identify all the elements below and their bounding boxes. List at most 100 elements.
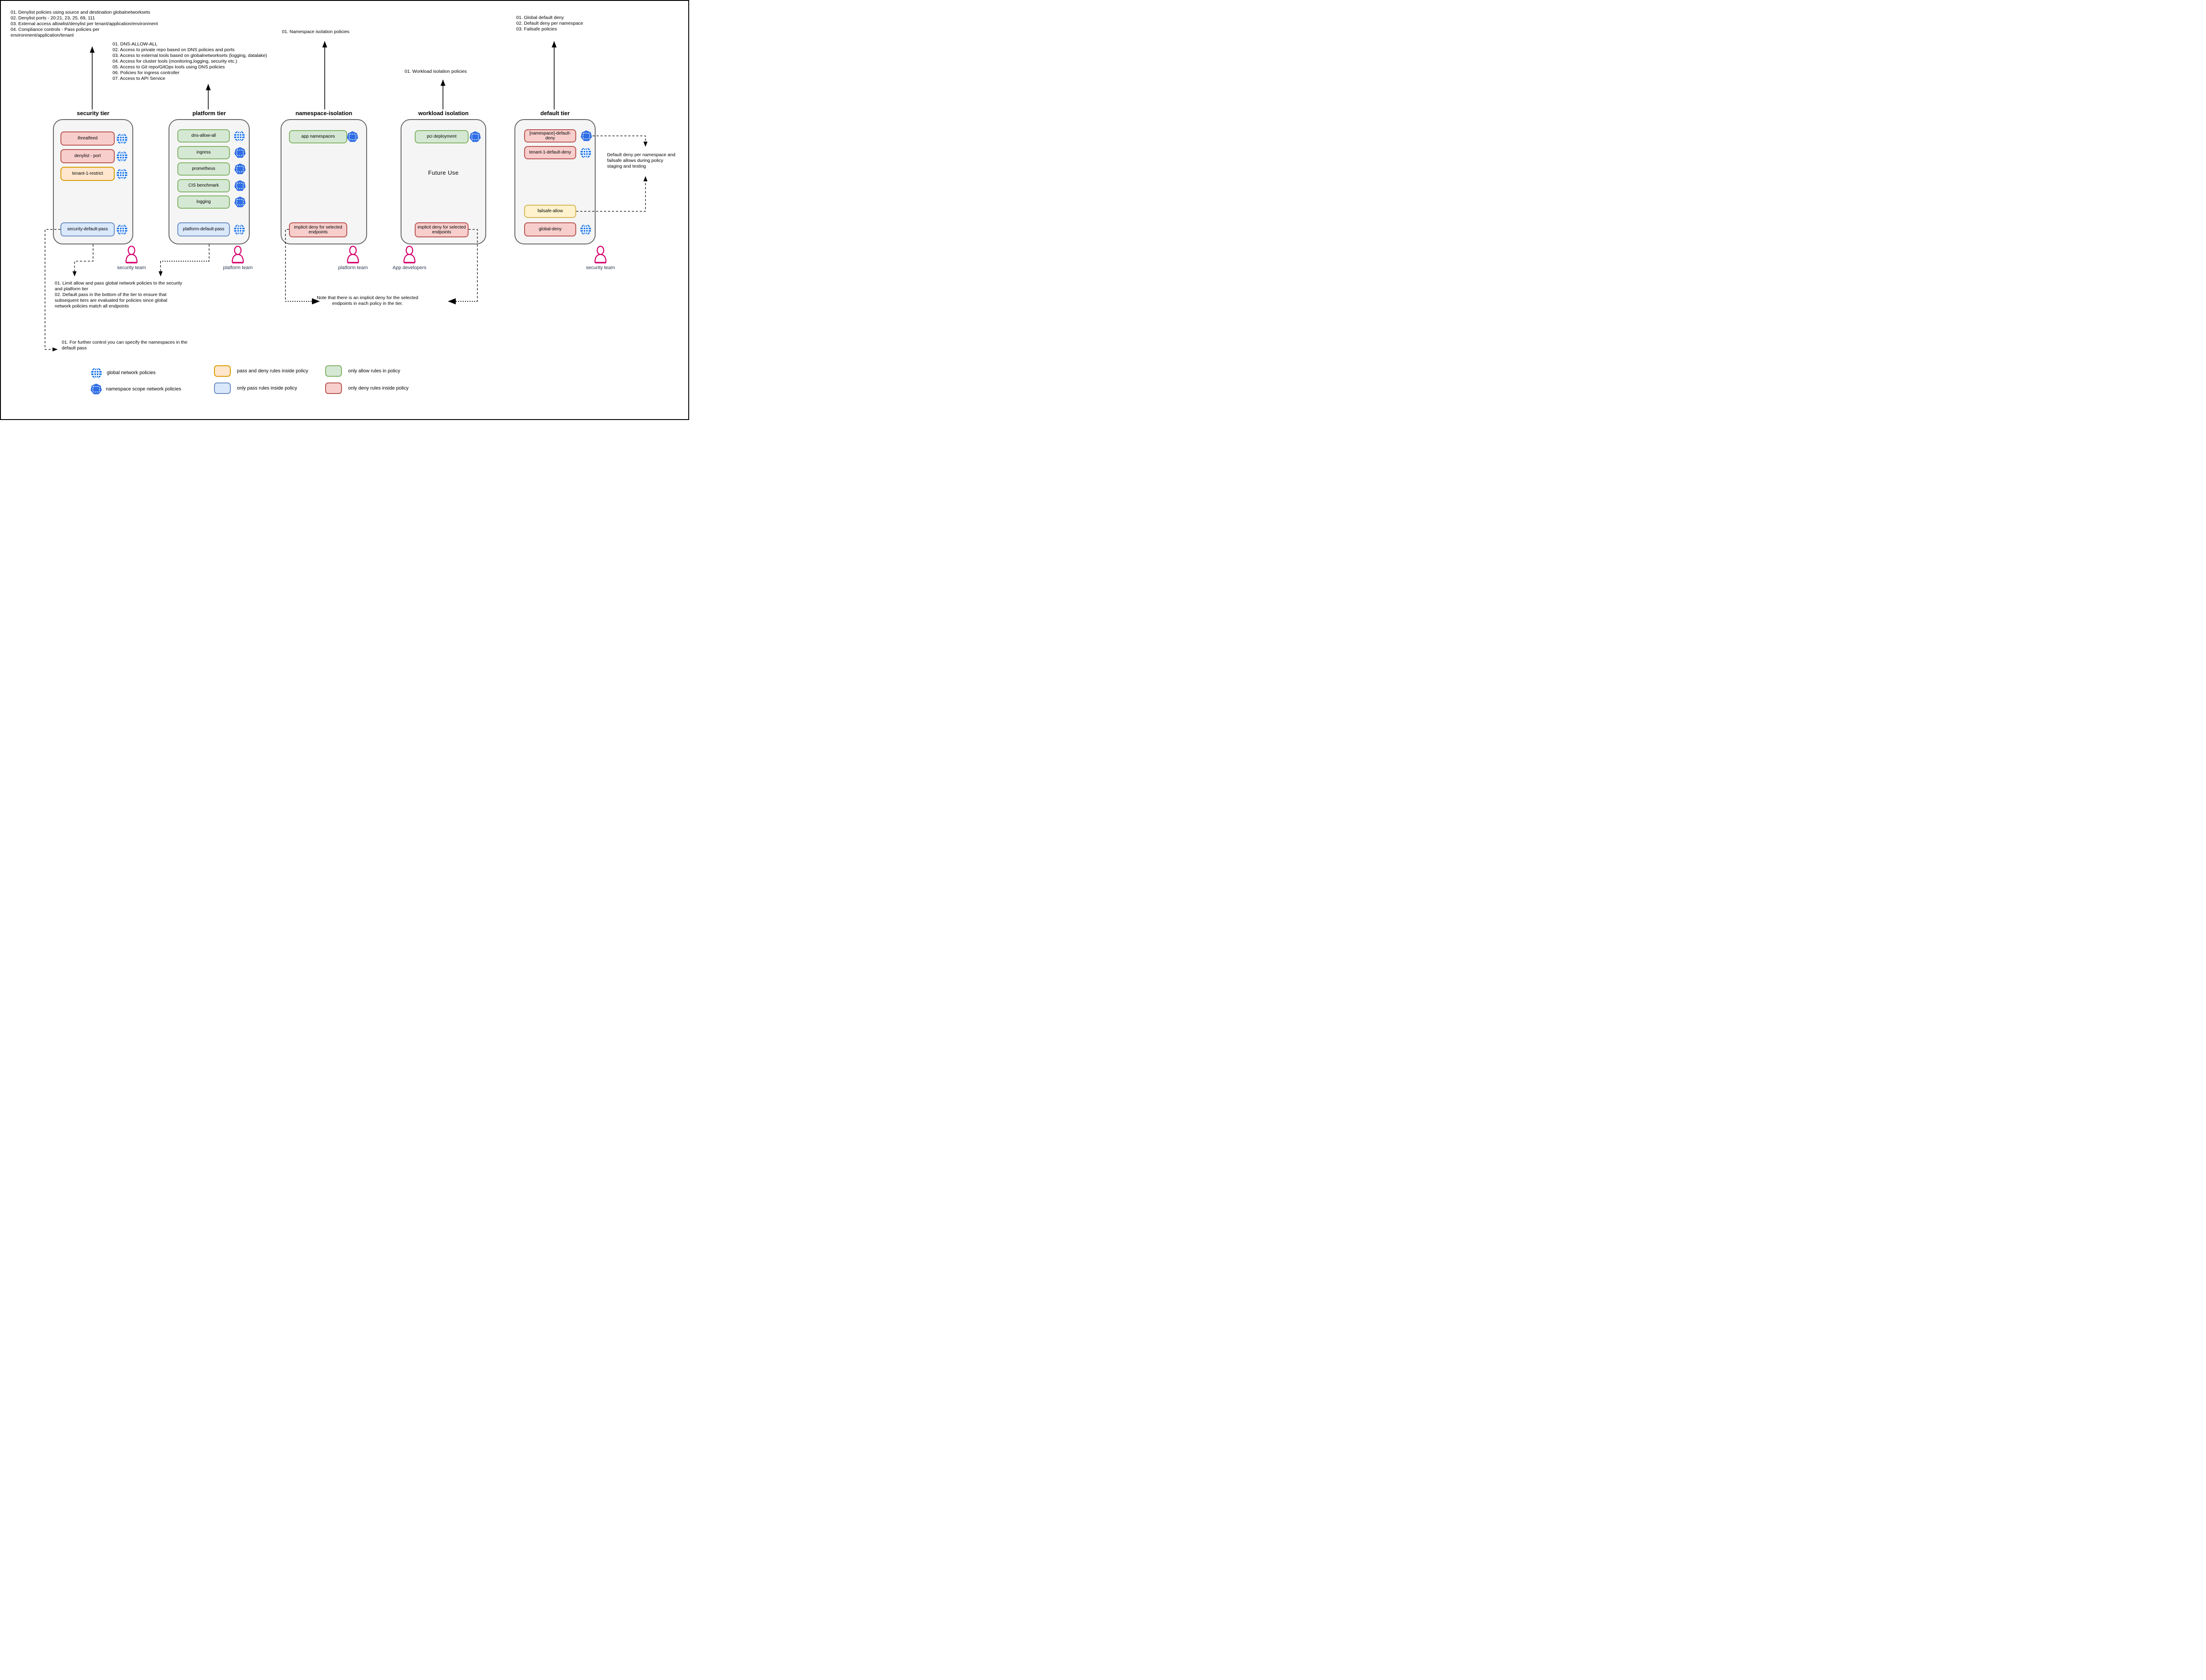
connector-ns-default-deny-to-staging-note [593, 135, 648, 147]
platform-notes-line: 01. DNS-ALLOW-ALL [113, 41, 158, 47]
security-notes-top-line: 02. Denylist ports - 20:21, 23, 25, 69, … [11, 15, 95, 21]
platform-notes-line: 07. Access to API Service [113, 76, 165, 81]
globe-icon [116, 168, 128, 180]
workload-isolation-note-line: 01. Workload isolation policies [405, 69, 467, 74]
workload-isolation-note: 01. Workload isolation policies [405, 69, 467, 75]
person-icon [124, 245, 139, 264]
policy-box-tenant-1-default-deny: tenant-1-default-deny [524, 146, 576, 159]
security-notes-top-line: 03. External access allowlist/denylist p… [11, 21, 158, 26]
namespace-isolation-note: 01. Namespace isolation policies [282, 29, 349, 35]
tier-pass-note-line: and platform tier [55, 286, 88, 292]
policy-box-ingress: ingress [177, 146, 230, 159]
platform-notes-line: 03. Access to external tools based on gl… [113, 53, 267, 58]
namespace-icon [90, 383, 103, 395]
security-notes-top: 01. Denylist policies using source and d… [11, 10, 158, 38]
policy-label: failsafe-allow [537, 209, 563, 214]
policy-label: implicit deny for selected endpoints [417, 225, 466, 235]
policy-box-implicit-deny-for-selected-endpoints: implicit deny for selected endpoints [415, 222, 469, 237]
namespace-icon [233, 180, 247, 191]
team-label: security team [586, 265, 615, 270]
policy-label: prometheus [192, 166, 215, 172]
policy-box-logging: logging [177, 195, 230, 209]
legend-label: only deny rules inside policy [348, 386, 409, 391]
connector-security-to-note [72, 244, 94, 277]
tier-pass-note-line: subsequent tiers are evaluated for polic… [55, 298, 168, 303]
policy-label: app namespaces [301, 134, 335, 139]
namespace-icon [233, 147, 247, 158]
default-notes-top-line: 03. Failsafe policies [516, 26, 557, 32]
staging-note-line: staging and testing [607, 164, 646, 169]
namespace-icon [346, 131, 359, 142]
tier-pass-note: 01. Limit allow and pass global network … [55, 281, 182, 309]
further-control-note-line: default pass [62, 345, 87, 351]
default-notes-top-line: 01. Global default deny [516, 15, 564, 20]
platform-notes-line: 06. Policies for ingress controller [113, 70, 180, 75]
policy-box-prometheus: prometheus [177, 162, 230, 176]
legend-swatch-orange [214, 365, 231, 377]
team-label: App developers [392, 265, 427, 270]
default-notes-top-line: 02. Default deny per namespace [516, 21, 583, 26]
policy-box-app-namespaces: app namespaces [289, 130, 347, 143]
security-notes-top-line: environment/application/tenant [11, 33, 74, 38]
platform-notes-line: 05. Access to Git repo/GitOps tools usin… [113, 64, 225, 70]
legend-swatch-green [325, 365, 342, 377]
legend-label: only pass rules inside policy [237, 386, 297, 391]
policy-label: tenant-1-restrict [72, 171, 103, 176]
policy-label: logging [196, 199, 211, 205]
legend-swatch-blue [214, 382, 231, 394]
default-tier-title: default tier [540, 110, 570, 116]
workload-isolation-tier-title: workload isolation [418, 110, 469, 116]
legend-swatch-red [325, 382, 342, 394]
globe-icon [580, 223, 592, 236]
network-policy-tiers-diagram: 01. Denylist policies using source and d… [0, 0, 689, 420]
staging-note-line: Default deny per namespace and [607, 152, 675, 158]
security-notes-top-line: 01. Denylist policies using source and d… [11, 10, 150, 15]
tier-pass-note-line: network policies match all endpoints [55, 304, 129, 309]
namespace-icon [469, 131, 482, 142]
team-label: security team [117, 265, 146, 270]
further-control-note-line: 01. For further control you can specify … [62, 340, 188, 345]
policy-label: dns-allow-all [191, 133, 216, 139]
workload-isolation-tier-future-use-label: Future Use [428, 169, 459, 176]
staging-note-line: failsafe allows during policy [607, 158, 664, 163]
policy-box-security-default-pass: security-default-pass [60, 222, 115, 236]
policy-box-threatfeed: threatfeed [60, 131, 115, 146]
policy-box--namespace-default-deny: [namespace]-default-deny [524, 129, 576, 142]
tier-pass-note-line: 02. Default pass in the bottom of the ti… [55, 292, 167, 297]
policy-label: [namespace]-default-deny [529, 131, 571, 141]
policy-box-tenant-1-restrict: tenant-1-restrict [60, 167, 115, 181]
globe-icon [90, 367, 102, 379]
legend-label: only allow rules in policy [348, 368, 400, 374]
person-icon [593, 245, 608, 264]
policy-label: global-deny [539, 227, 562, 232]
implicit-deny-note-line: endpoints in each policy in the tier. [332, 301, 403, 306]
globe-icon [116, 150, 128, 162]
person-icon [230, 245, 245, 264]
policy-box-pci-deployment: pci deployment [415, 130, 469, 143]
policy-box-dns-allow-all: dns-allow-all [177, 129, 230, 142]
platform-notes-line: 02. Access to private repo based on DNS … [113, 47, 235, 52]
globe-icon [233, 130, 245, 142]
policy-box-denylist-port: denylist - port [60, 149, 115, 163]
security-notes-top-line: 04. Compliance controls - Pass policies … [11, 27, 100, 32]
legend-label: pass and deny rules inside policy [237, 368, 308, 374]
team-label: platform team [338, 265, 368, 270]
policy-box-implicit-deny-for-selected-endpoints: implicit deny for selected endpoints [289, 222, 347, 237]
person-icon [345, 245, 360, 264]
policy-label: ingress [196, 150, 211, 155]
policy-label: security-default-pass [67, 227, 108, 232]
policy-label: threatfeed [77, 136, 98, 141]
legend-label: global network policies [107, 370, 156, 375]
policy-label: tenant-1-default-deny [529, 150, 571, 155]
policy-label: pci deployment [427, 134, 457, 139]
policy-label: platform-default-pass [183, 227, 225, 232]
globe-icon [116, 132, 128, 145]
implicit-deny-note: Note that there is an implicit deny for … [295, 295, 440, 307]
platform-notes-line: 04. Access for cluster tools (monitoring… [113, 59, 237, 64]
team-label: platform team [223, 265, 253, 270]
tier-pass-note-line: 01. Limit allow and pass global network … [55, 281, 182, 286]
namespace-icon [233, 196, 247, 208]
